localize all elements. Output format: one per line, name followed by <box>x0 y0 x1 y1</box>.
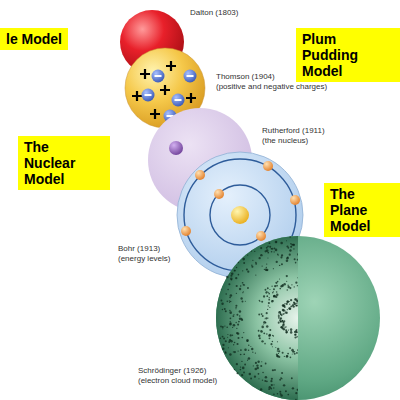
model-caption: Dalton (1803) <box>190 8 238 18</box>
model-label-box: The Nuclear Model <box>18 136 110 190</box>
model-name: The Nuclear Model <box>24 139 104 187</box>
model-label-box: le Model <box>0 28 68 50</box>
model-label-box: Plum Pudding Model <box>296 28 400 82</box>
model-caption: (electron cloud model) <box>138 376 217 386</box>
model-name: le Model <box>6 31 62 47</box>
model-name: The Plane Model <box>330 186 394 234</box>
model-label-box: The Plane Model <box>324 183 400 237</box>
model-caption: Rutherford (1911) <box>262 126 325 136</box>
schrodinger-sphere <box>216 236 380 400</box>
model-name: Plum Pudding Model <box>302 31 394 79</box>
model-caption: (energy levels) <box>118 254 170 264</box>
model-caption: Schrödinger (1926) <box>138 366 206 376</box>
model-caption: Bohr (1913) <box>118 244 160 254</box>
model-caption: (the nucleus) <box>262 136 308 146</box>
model-caption: (positive and negative charges) <box>216 82 327 92</box>
nucleus <box>169 141 183 155</box>
model-caption: Thomson (1904) <box>216 72 275 82</box>
